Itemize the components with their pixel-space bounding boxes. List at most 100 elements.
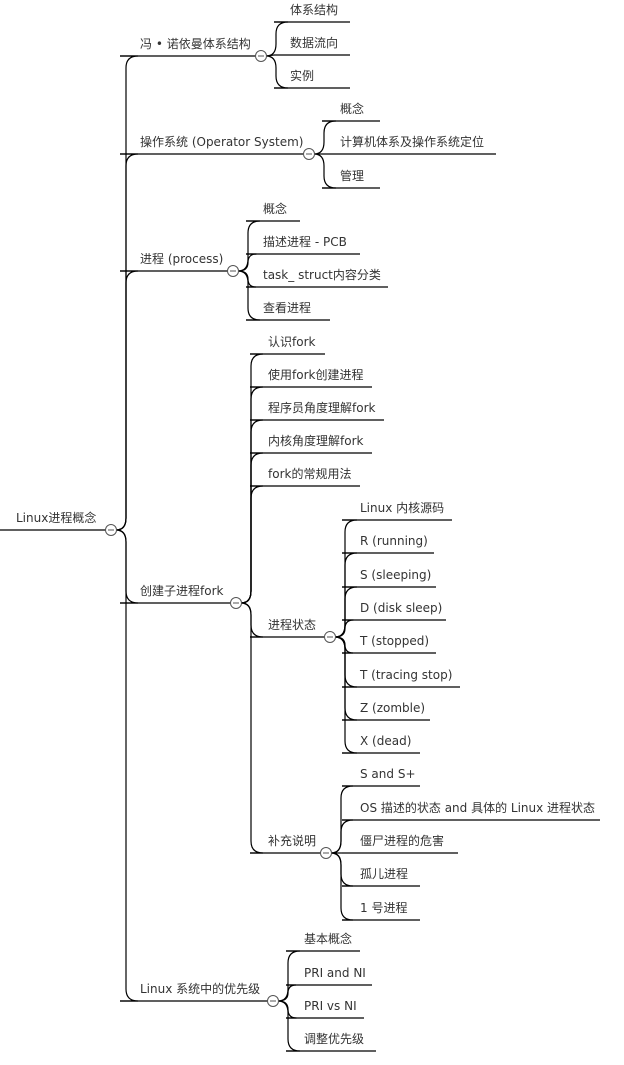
branch-4-group-2-child-1-label: S and S+ bbox=[360, 767, 416, 781]
branch-3-child-3[interactable]: task_ struct内容分类 bbox=[246, 267, 388, 288]
branch-4-group-1-child-5[interactable]: T (stopped) bbox=[342, 634, 436, 654]
branch-5-collapse-button[interactable] bbox=[267, 995, 279, 1007]
branch-4-child-3-label: 程序员角度理解fork bbox=[268, 400, 376, 415]
branch-4-group-1-child-3[interactable]: S (sleeping) bbox=[342, 568, 436, 588]
branch-4-group-1-child-2-label: R (running) bbox=[360, 534, 428, 548]
branch-4-group-1-child-6[interactable]: T (tracing stop) bbox=[342, 668, 460, 688]
branch-2-child-2-label: 计算机体系及操作系统定位 bbox=[340, 134, 484, 149]
branch-2-child-1-connector bbox=[313, 120, 337, 155]
branch-4-group-2[interactable]: 补充说明 bbox=[250, 833, 320, 854]
branch-4-child-2[interactable]: 使用fork创建进程 bbox=[250, 367, 372, 388]
branch-5-label: Linux 系统中的优先级 bbox=[140, 981, 260, 996]
branch-4-group-2-collapse-button[interactable] bbox=[320, 847, 332, 859]
branch-4-group-1-child-6-connector bbox=[334, 636, 358, 688]
branch-4-collapse-button[interactable] bbox=[230, 597, 242, 609]
branch-1[interactable]: 冯 • 诺依曼体系结构 bbox=[120, 36, 255, 57]
branch-4-child-5-connector bbox=[240, 485, 264, 604]
branch-2-child-3-label: 管理 bbox=[340, 168, 364, 183]
branch-4-child-1-connector bbox=[240, 353, 264, 604]
branch-2-child-3-connector bbox=[313, 153, 337, 189]
branch-4-group-1-child-8-label: X (dead) bbox=[360, 734, 411, 748]
branch-4-connector bbox=[115, 529, 139, 604]
branch-4-group-2-child-2-label: OS 描述的状态 and 具体的 Linux 进程状态 bbox=[360, 800, 595, 815]
branch-4-child-3[interactable]: 程序员角度理解fork bbox=[250, 400, 384, 421]
branch-3-child-4-label: 查看进程 bbox=[263, 300, 311, 315]
branch-1-connector bbox=[115, 55, 139, 531]
branch-4-group-1-collapse-button[interactable] bbox=[324, 631, 336, 643]
branch-4-group-1-child-7[interactable]: Z (zomble) bbox=[342, 701, 430, 721]
branch-4-group-1-child-4[interactable]: D (disk sleep) bbox=[342, 601, 446, 621]
branch-1-collapse-button[interactable] bbox=[255, 50, 267, 62]
branch-1-child-1[interactable]: 体系结构 bbox=[274, 2, 350, 23]
branch-5-child-2-connector bbox=[277, 984, 297, 1002]
branch-4-child-5-label: fork的常规用法 bbox=[268, 466, 351, 481]
branch-4-group-2-child-4[interactable]: 孤儿进程 bbox=[342, 866, 420, 887]
branch-1-child-3-label: 实例 bbox=[290, 68, 314, 83]
branch-1-child-3-connector bbox=[265, 55, 289, 89]
branch-1-child-2-label: 数据流向 bbox=[290, 35, 338, 50]
branch-1-child-1-label: 体系结构 bbox=[290, 2, 338, 17]
branch-5[interactable]: Linux 系统中的优先级 bbox=[120, 981, 267, 1002]
branch-5-child-2-label: PRI and NI bbox=[304, 966, 366, 980]
branch-3-child-2-label: 描述进程 - PCB bbox=[263, 234, 347, 249]
branch-2-connector bbox=[115, 153, 139, 531]
branch-2-collapse-button[interactable] bbox=[303, 148, 315, 160]
branch-4-group-2-child-5[interactable]: 1 号进程 bbox=[342, 900, 420, 921]
branch-3-connector bbox=[115, 270, 139, 531]
branch-4-group-1-child-8-connector bbox=[334, 636, 358, 754]
branch-5-child-3[interactable]: PRI vs NI bbox=[286, 999, 364, 1019]
branch-4-group-1[interactable]: 进程状态 bbox=[250, 617, 324, 638]
branch-4-group-1-child-6-label: T (tracing stop) bbox=[359, 668, 452, 682]
branch-4-child-1[interactable]: 认识fork bbox=[250, 335, 325, 355]
root-collapse-button[interactable] bbox=[105, 524, 117, 536]
branch-4-group-2-child-3[interactable]: 僵尸进程的危害 bbox=[342, 833, 458, 854]
branch-3-collapse-button[interactable] bbox=[227, 265, 239, 277]
branch-1-child-1-connector bbox=[265, 21, 289, 57]
branch-4[interactable]: 创建子进程fork bbox=[120, 583, 230, 604]
branch-3-child-4[interactable]: 查看进程 bbox=[246, 300, 330, 321]
branch-4-child-1-label: 认识fork bbox=[268, 335, 316, 349]
branch-4-group-1-child-2[interactable]: R (running) bbox=[342, 534, 434, 554]
branch-4-group-2-connector bbox=[240, 602, 264, 854]
branch-2-child-3[interactable]: 管理 bbox=[322, 168, 380, 189]
branch-3-child-1[interactable]: 概念 bbox=[246, 201, 300, 222]
branch-5-child-1[interactable]: 基本概念 bbox=[286, 931, 360, 952]
branch-4-group-1-child-1-label: Linux 内核源码 bbox=[360, 501, 444, 515]
branch-4-group-1-label: 进程状态 bbox=[268, 617, 316, 632]
branch-4-group-1-child-8[interactable]: X (dead) bbox=[342, 734, 420, 754]
branch-4-group-1-child-3-connector bbox=[334, 586, 358, 638]
branch-3[interactable]: 进程 (process) bbox=[120, 251, 228, 272]
branch-4-group-1-child-5-label: T (stopped) bbox=[359, 634, 429, 648]
branch-5-child-4[interactable]: 调整优先级 bbox=[286, 1031, 376, 1052]
branch-2-child-2[interactable]: 计算机体系及操作系统定位 bbox=[322, 134, 496, 155]
branch-4-group-2-child-2[interactable]: OS 描述的状态 and 具体的 Linux 进程状态 bbox=[342, 800, 600, 821]
branch-4-child-4-label: 内核角度理解fork bbox=[268, 433, 364, 448]
branch-2-child-1-label: 概念 bbox=[340, 101, 364, 116]
branch-3-child-1-label: 概念 bbox=[263, 201, 287, 216]
connector-layer bbox=[115, 21, 358, 1052]
branch-4-child-4[interactable]: 内核角度理解fork bbox=[250, 433, 372, 454]
collapse-button-layer bbox=[105, 50, 336, 1007]
branch-2[interactable]: 操作系统 (Operator System) bbox=[120, 134, 303, 155]
branch-2-label: 操作系统 (Operator System) bbox=[140, 134, 303, 149]
branch-1-child-2[interactable]: 数据流向 bbox=[274, 35, 350, 56]
branch-4-child-5[interactable]: fork的常规用法 bbox=[250, 466, 360, 487]
branch-5-child-1-connector bbox=[277, 950, 301, 1002]
branch-4-group-2-child-3-label: 僵尸进程的危害 bbox=[360, 833, 444, 848]
branch-4-child-3-connector bbox=[240, 419, 264, 604]
branch-3-child-3-label: task_ struct内容分类 bbox=[263, 267, 381, 282]
branch-4-group-1-connector bbox=[240, 602, 264, 638]
root-node[interactable]: Linux进程概念 bbox=[0, 510, 106, 531]
branch-4-group-2-child-5-label: 1 号进程 bbox=[360, 900, 407, 915]
branch-4-group-2-child-1[interactable]: S and S+ bbox=[342, 767, 420, 787]
branch-2-child-1[interactable]: 概念 bbox=[322, 101, 380, 122]
branch-4-group-1-child-4-label: D (disk sleep) bbox=[360, 601, 442, 615]
branch-4-group-1-child-1[interactable]: Linux 内核源码 bbox=[342, 501, 452, 521]
branch-1-child-3[interactable]: 实例 bbox=[274, 68, 350, 89]
branch-4-group-2-child-4-connector bbox=[330, 852, 354, 887]
branch-3-child-4-connector bbox=[237, 270, 261, 321]
branch-4-child-4-connector bbox=[240, 452, 264, 604]
branch-5-child-2[interactable]: PRI and NI bbox=[286, 966, 372, 986]
branch-3-child-2[interactable]: 描述进程 - PCB bbox=[246, 234, 360, 255]
